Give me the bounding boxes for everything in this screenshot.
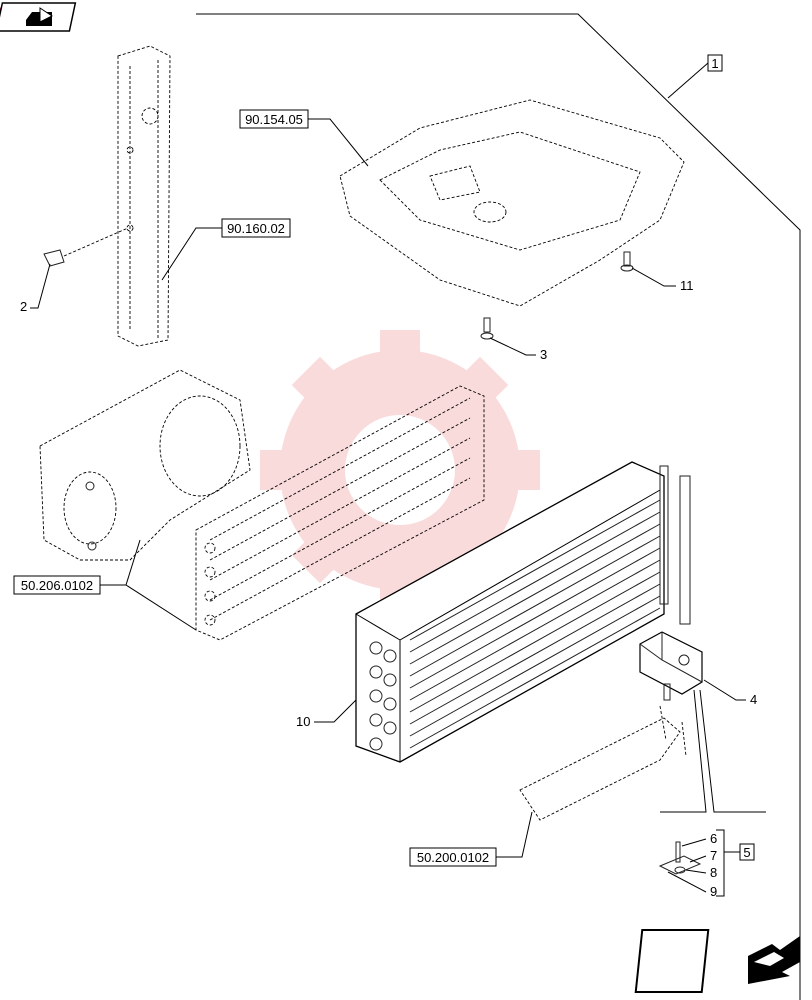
valve-kit: [658, 841, 702, 875]
ref-50-200-0102[interactable]: 50.200.0102: [409, 811, 533, 867]
callout-10[interactable]: 10: [296, 699, 357, 729]
svg-text:10: 10: [296, 714, 310, 729]
bolt-11: [620, 251, 634, 272]
svg-text:50.206.0102: 50.206.0102: [21, 578, 93, 593]
assembly-bracket: [196, 13, 801, 1000]
callout-2[interactable]: 2: [20, 263, 51, 314]
ref-90-160-02[interactable]: 90.160.02: [161, 218, 291, 281]
svg-text:5: 5: [743, 845, 750, 860]
next-page-arrow-icon[interactable]: [634, 929, 800, 993]
svg-text:90.154.05: 90.154.05: [245, 112, 303, 127]
callout-1[interactable]: 1: [667, 54, 723, 99]
hoses: [519, 705, 687, 821]
callout-4[interactable]: 4: [660, 679, 766, 813]
callout-7[interactable]: 7: [689, 848, 717, 863]
ref-90-154-05[interactable]: 90.154.05: [239, 109, 369, 167]
svg-text:9: 9: [710, 884, 717, 899]
svg-text:11: 11: [680, 278, 694, 293]
svg-text:3: 3: [540, 347, 547, 362]
callout-6[interactable]: 6: [681, 831, 717, 847]
ref-50-206-0102[interactable]: 50.206.0102: [13, 539, 197, 631]
roof-panel: [339, 99, 685, 307]
callout-5[interactable]: 5: [716, 829, 755, 897]
callout-8[interactable]: 8: [685, 865, 717, 880]
duct-tube: [117, 45, 171, 347]
callout-3[interactable]: 3: [489, 337, 547, 362]
book-arrow-icon[interactable]: [0, 2, 77, 32]
expansion-valve: [639, 631, 703, 701]
bolt-3: [480, 317, 494, 340]
svg-text:1: 1: [711, 56, 718, 71]
svg-text:90.160.02: 90.160.02: [227, 221, 285, 236]
svg-text:2: 2: [20, 299, 27, 314]
svg-text:8: 8: [710, 865, 717, 880]
blower-assembly: [39, 369, 251, 561]
svg-text:6: 6: [710, 831, 717, 846]
screw-2: [43, 227, 129, 267]
svg-text:50.200.0102: 50.200.0102: [417, 850, 489, 865]
callout-9[interactable]: 9: [667, 871, 717, 899]
svg-text:7: 7: [710, 848, 717, 863]
callout-11[interactable]: 11: [631, 267, 694, 293]
svg-text:4: 4: [750, 692, 757, 707]
evaporator-core: [355, 461, 691, 763]
